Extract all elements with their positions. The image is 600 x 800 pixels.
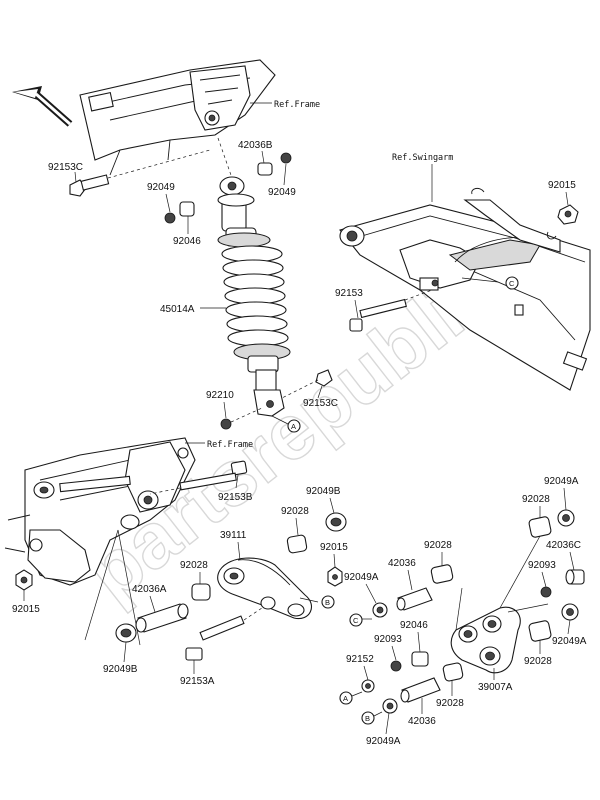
label-92049a-right: 92049A [552,636,587,647]
label-92153a: 92153A [180,676,215,687]
shock-absorber-45014a [217,137,291,417]
callout-b-lower-text: B [365,714,370,723]
label-92049a-a: 92049A [344,572,379,583]
callout-b-link-text: B [325,598,330,607]
label-92049a-top: 92049A [544,476,579,487]
callout-c-lower [349,613,363,627]
label-92049b-bottom: 92049B [103,664,138,675]
label-42036-a: 42036 [388,558,416,569]
seal-92093-b [540,586,552,598]
nut-92015-left [15,569,33,591]
collar-42036c [565,569,585,585]
ref-frame-top-label: Ref.Frame [274,100,320,110]
label-45014a: 45014A [160,304,195,315]
label-92028-e: 92028 [522,494,550,505]
label-92093-b: 92093 [528,560,556,571]
label-42036b: 42036B [238,140,273,151]
label-92093-a: 92093 [374,634,402,645]
label-39111: 39111 [220,530,247,541]
collar-42036-b [400,677,441,703]
label-42036a: 42036A [132,584,167,595]
link-39111 [217,557,312,620]
callout-b-lower [361,711,375,725]
seal-92049-a [280,152,292,164]
frame-bottom-drawing [4,437,196,586]
label-92210: 92210 [206,390,234,401]
bolt-92153b [149,460,248,495]
label-92015-mid: 92015 [320,542,348,553]
label-92015-top: 92015 [548,180,576,191]
label-92028-d: 92028 [436,698,464,709]
bolt-92153c-top [69,149,211,197]
bush-92028-c [430,564,454,584]
label-92028-c: 92028 [424,540,452,551]
bush-92028-d [442,662,464,682]
label-92049a-b: 92049A [366,736,401,747]
nut-92210 [220,418,232,430]
callout-a-shock-text: A [291,422,296,431]
bolt-92153c-mid [281,369,333,399]
bolt-92153a [185,607,263,661]
callout-a-shock [287,419,301,433]
label-92028-a: 92028 [281,506,309,517]
callout-c-swingarm-text: C [509,279,515,288]
label-92046-bottom: 92046 [400,620,428,631]
label-92153-mid: 92153 [335,288,363,299]
ref-swingarm-label: Ref.Swingarm [392,153,453,163]
callout-c-lower-text: C [353,616,359,625]
front-arrow-icon [12,86,73,127]
bush-92028-e [528,516,552,538]
label-39007a: 39007A [478,682,513,693]
callout-a-lower [339,691,353,705]
seal-92093-a [390,660,402,672]
label-92046-top: 92046 [173,236,201,247]
nut-92015-top [557,204,579,225]
label-92028-b: 92028 [180,560,208,571]
label-92028-f: 92028 [524,656,552,667]
label-92049-a: 92049 [268,187,296,198]
label-92049-b: 92049 [147,182,175,193]
rocker-39007a [450,606,521,674]
callout-a-lower-text: A [343,694,348,703]
swingarm-drawing [339,187,591,391]
label-92152: 92152 [346,654,374,665]
bush-92028-b [191,583,211,601]
label-92049b-top: 92049B [306,486,341,497]
callout-c-swingarm [505,276,519,290]
nut-92015-mid [327,566,343,587]
label-42036c: 42036C [546,540,581,551]
label-92153b: 92153B [218,492,253,503]
collar-42036b [257,162,273,176]
callout-b-link [321,595,335,609]
bush-92028-a [286,534,308,554]
label-92153c-top: 92153C [48,162,83,173]
seal-92049-b [164,212,176,224]
collar-42036a [135,603,189,633]
frame-top-drawing [79,59,276,176]
label-92153c-mid: 92153C [303,398,338,409]
bush-92046-bottom [411,651,429,667]
bolt-92153-mid [349,289,433,332]
ref-frame-bottom-label: Ref.Frame [207,440,253,450]
collar-42036-a [396,587,433,611]
label-92015-left: 92015 [12,604,40,615]
bush-92028-f [528,620,552,642]
label-42036-b: 42036 [408,716,436,727]
bush-92046-top [179,201,195,217]
